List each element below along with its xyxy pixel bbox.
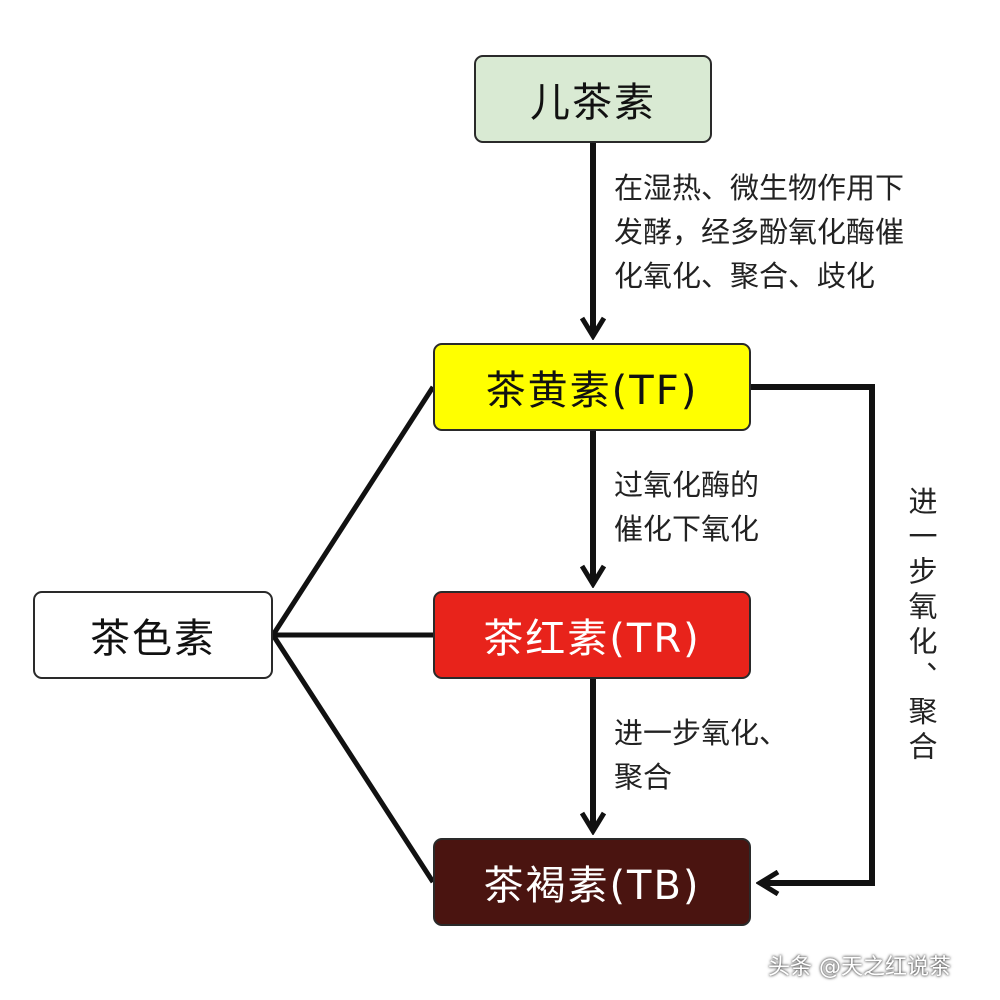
node-catechin: 儿茶素 <box>474 55 712 143</box>
branch-line-tb <box>270 633 436 884</box>
note-tf-to-tr: 过氧化酶的 催化下氧化 <box>614 463 759 551</box>
note-line: 过氧化酶的 <box>614 468 760 502</box>
note-tf-to-tb-vertical: 进一步氧化、聚合 <box>904 486 938 766</box>
note-line: 化氧化、聚合、歧化 <box>614 259 876 293</box>
branch-line-tf <box>270 385 436 637</box>
node-tea-pigment: 茶色素 <box>33 591 273 679</box>
node-thearubigin: 茶红素(TR) <box>433 591 751 679</box>
note-line: 进一步氧化、 <box>614 716 789 750</box>
note-catechin-to-tf: 在湿热、微生物作用下 发酵，经多酚氧化酶催 化氧化、聚合、歧化 <box>614 166 904 298</box>
arrow-tf-to-tb-loop <box>751 384 875 883</box>
note-line: 发酵，经多酚氧化酶催 <box>614 215 905 249</box>
node-theabrownin: 茶褐素(TB) <box>433 838 751 926</box>
node-theaflavin: 茶黄素(TF) <box>433 343 751 431</box>
note-line: 在湿热、微生物作用下 <box>614 171 905 205</box>
note-tr-to-tb: 进一步氧化、 聚合 <box>614 711 788 799</box>
watermark: 头条 @天之红说茶 <box>768 955 951 980</box>
note-line: 聚合 <box>614 760 673 794</box>
note-line: 催化下氧化 <box>614 512 760 546</box>
